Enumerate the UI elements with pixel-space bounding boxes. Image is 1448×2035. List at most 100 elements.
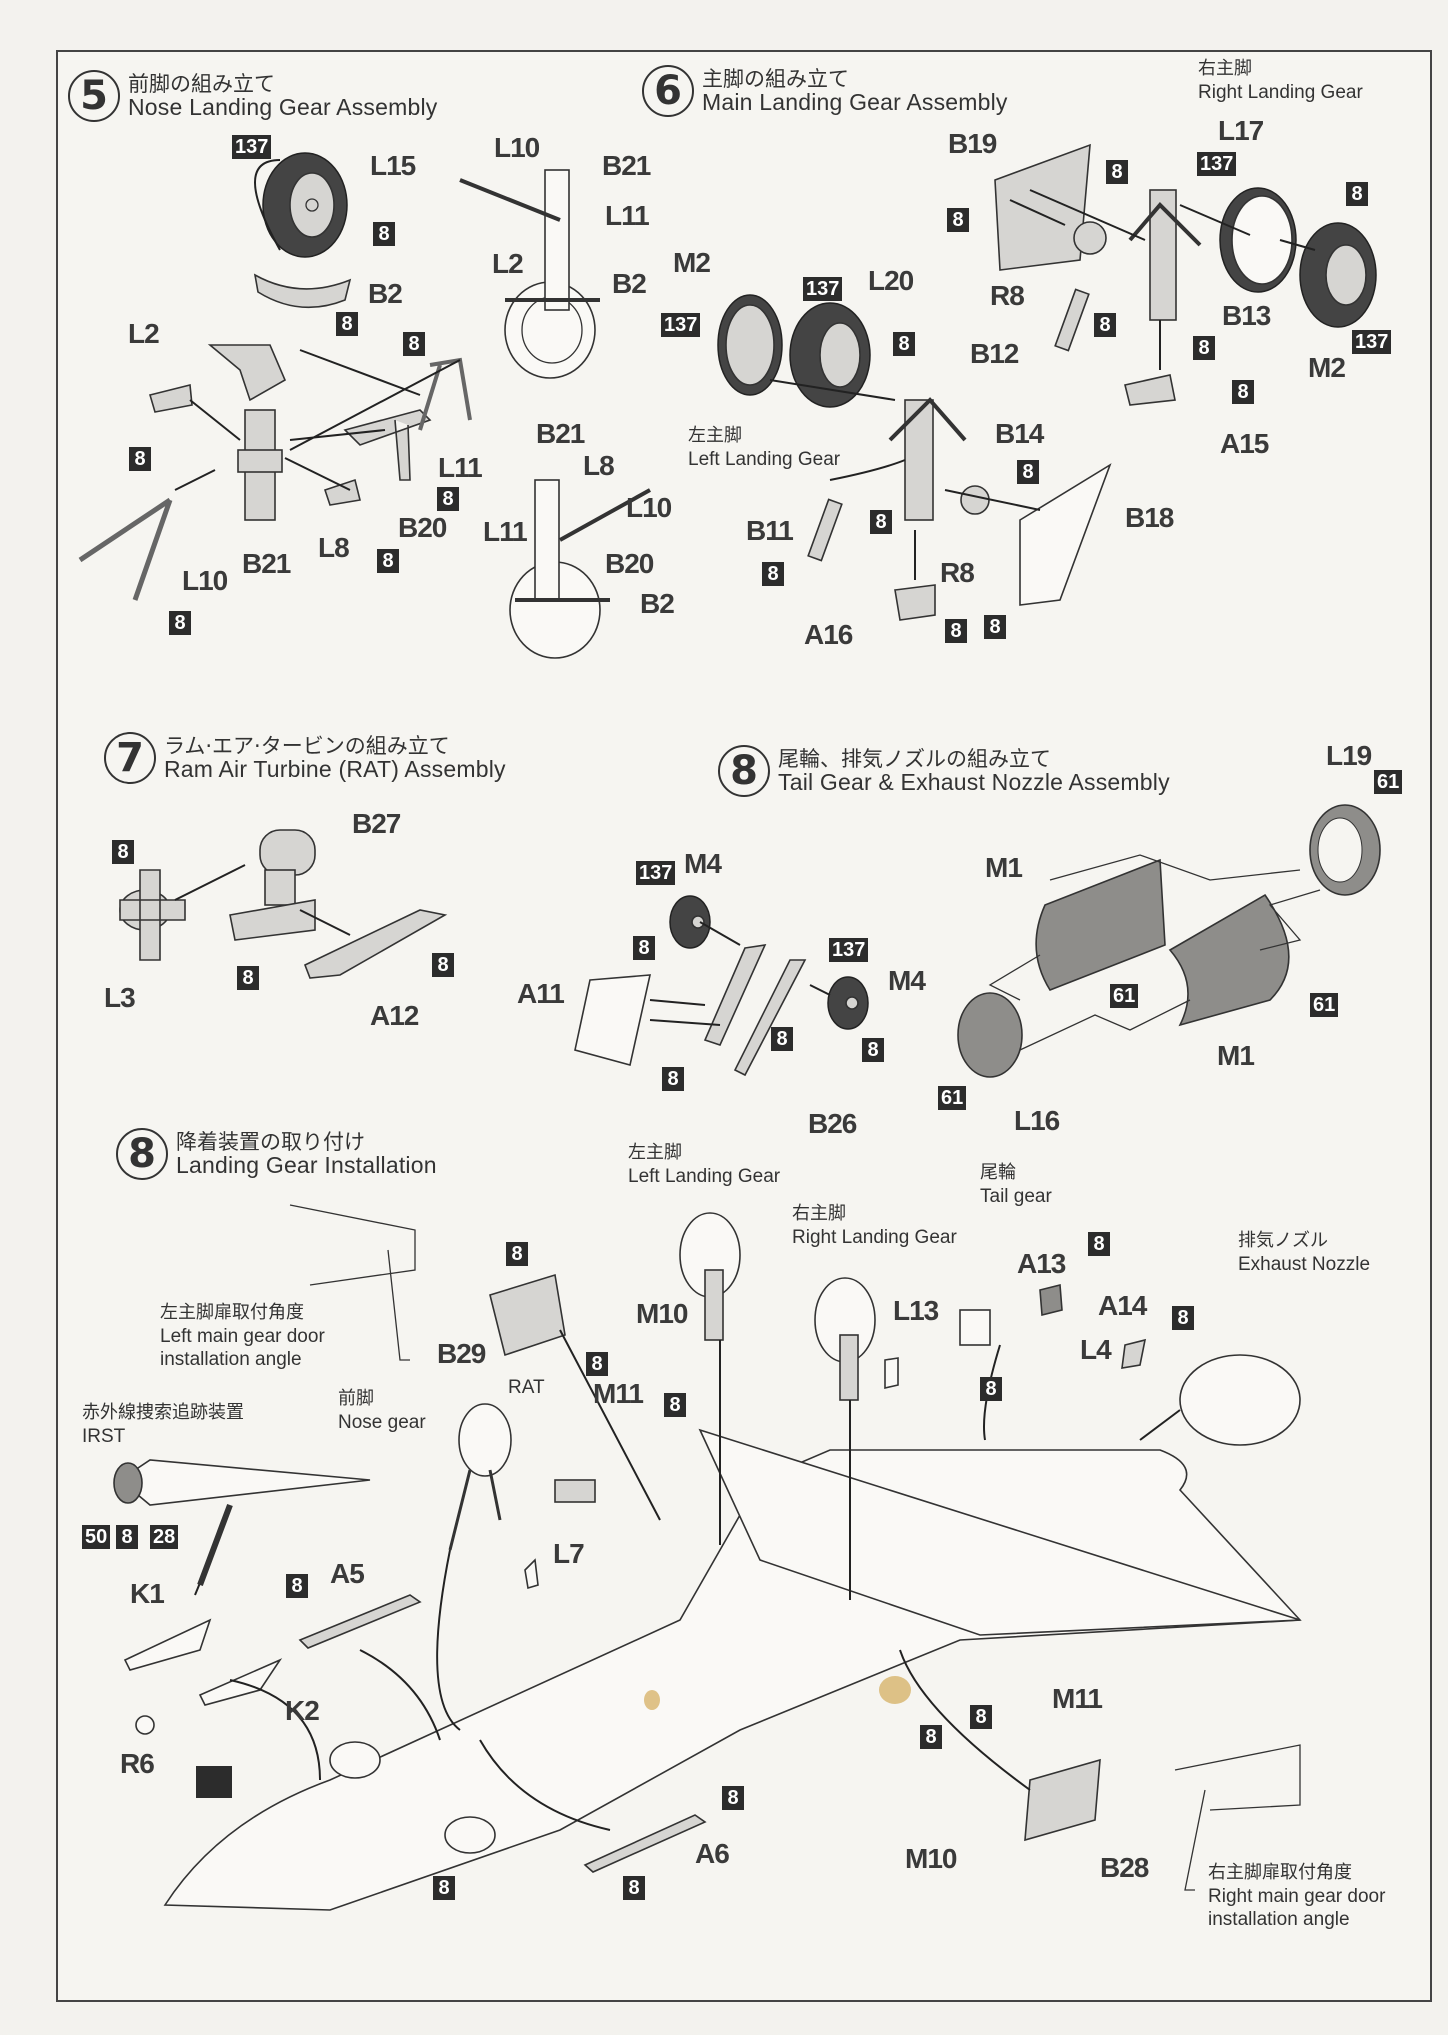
- part-label: M2: [673, 247, 711, 278]
- part-label: B11: [746, 515, 794, 546]
- part-label: B13: [1222, 300, 1271, 331]
- paint-code-badge: 8: [112, 840, 134, 864]
- note-rat: RAT: [508, 1376, 545, 1400]
- paint-code-badge: 8: [722, 1786, 744, 1810]
- part-label: K2: [285, 1695, 320, 1726]
- note-jp: 左主脚扉取付角度: [160, 1302, 304, 1323]
- paint-code-badge: 8: [129, 447, 151, 471]
- note-jp: 排気ノズル: [1238, 1230, 1328, 1251]
- part-label: M1: [985, 852, 1023, 883]
- paint-code-badge: 61: [938, 1086, 967, 1110]
- part-label: B12: [970, 338, 1019, 369]
- paint-code-badge: 8: [1172, 1306, 1194, 1330]
- part-label: B21: [242, 548, 291, 579]
- paint-code-badge: 8: [169, 611, 191, 635]
- paint-code-badge: 8: [433, 1876, 455, 1900]
- paint-code-badge: 137: [1352, 330, 1392, 354]
- paint-code-badge: 8: [403, 332, 425, 356]
- part-label: M1: [1217, 1040, 1255, 1071]
- paint-code-badge: 8: [373, 222, 395, 246]
- paint-code-badge: 8: [1193, 336, 1215, 360]
- part-label: B19: [948, 128, 997, 159]
- paint-code-badge: 8: [237, 966, 259, 990]
- part-label: M4: [684, 848, 722, 879]
- paint-code-badge: 8: [893, 332, 915, 356]
- note-jp: 左主脚: [628, 1142, 682, 1163]
- paint-code-badge: 8: [633, 936, 655, 960]
- paint-code-badge: 8: [1088, 1232, 1110, 1256]
- note-en: Nose gear: [338, 1411, 426, 1433]
- part-label: B27: [352, 808, 401, 839]
- part-label: L3: [104, 982, 136, 1013]
- part-label: B14: [995, 418, 1044, 449]
- part-label: L2: [492, 248, 524, 279]
- note-jp: 右主脚: [792, 1203, 846, 1224]
- part-label: A13: [1017, 1248, 1066, 1279]
- part-label: M10: [905, 1843, 957, 1874]
- paint-code-badge: 8: [862, 1038, 884, 1062]
- note-en: installation angle: [1208, 1909, 1350, 1931]
- part-label: B2: [612, 268, 647, 299]
- part-label: M2: [1308, 352, 1346, 383]
- paint-code-badge: 8: [1094, 313, 1116, 337]
- note-en: Right Landing Gear: [1198, 81, 1363, 103]
- part-label: M11: [1052, 1683, 1103, 1714]
- part-label: L4: [1080, 1334, 1112, 1365]
- part-label: A6: [695, 1838, 730, 1869]
- part-label: K1: [130, 1578, 165, 1609]
- step-7-header: 7 ラム·エア·タービンの組み立て Ram Air Turbine (RAT) …: [104, 732, 506, 784]
- paint-code-badge: 61: [1310, 993, 1339, 1017]
- paint-code-badge: 8: [970, 1705, 992, 1729]
- note-en: Tail gear: [980, 1185, 1052, 1207]
- paint-code-badge: 137: [232, 135, 272, 159]
- part-label: B21: [536, 418, 585, 449]
- paint-code-badge: 8: [947, 208, 969, 232]
- part-label: L19: [1326, 740, 1372, 771]
- part-label: L10: [494, 132, 540, 163]
- part-label: B21: [602, 150, 651, 181]
- note-jp: 尾輪: [980, 1162, 1016, 1183]
- paint-code-badge: 8: [762, 562, 784, 586]
- paint-code-badge: 28: [150, 1525, 179, 1549]
- part-label: L2: [128, 318, 160, 349]
- paint-code-badge: 137: [661, 313, 701, 337]
- paint-code-badge: 8: [1346, 182, 1368, 206]
- paint-code-badge: 8: [984, 615, 1006, 639]
- paint-code-badge: 8: [771, 1027, 793, 1051]
- note-jp: 左主脚: [688, 425, 742, 446]
- part-label: R6: [120, 1748, 155, 1779]
- note-en: installation angle: [160, 1349, 302, 1371]
- part-label: L13: [893, 1295, 939, 1326]
- part-label: L8: [318, 532, 350, 563]
- part-label: L11: [483, 516, 528, 547]
- note-en: Exhaust Nozzle: [1238, 1253, 1371, 1275]
- part-label: A14: [1098, 1290, 1147, 1321]
- part-label: L16: [1014, 1105, 1060, 1136]
- step-title-en: Main Landing Gear Assembly: [702, 88, 1008, 115]
- part-label: A11: [517, 978, 565, 1009]
- note-en: Right main gear door: [1208, 1885, 1386, 1907]
- paint-code-badge: 8: [1106, 160, 1128, 184]
- step-8-installation-header: 8 降着装置の取り付け Landing Gear Installation: [116, 1128, 437, 1180]
- caution-marker-icon: [196, 1766, 232, 1798]
- step-title-en: Landing Gear Installation: [176, 1151, 437, 1178]
- part-label: A5: [330, 1558, 365, 1589]
- step-5-header: 5 前脚の組み立て Nose Landing Gear Assembly: [68, 70, 437, 122]
- part-label: R8: [940, 557, 975, 588]
- paint-code-badge: 8: [623, 1876, 645, 1900]
- part-label: M11: [593, 1378, 644, 1409]
- note-en: Right Landing Gear: [792, 1226, 957, 1248]
- step-title-jp: ラム·エア·タービンの組み立て: [164, 733, 450, 758]
- paint-code-badge: 8: [980, 1377, 1002, 1401]
- part-label: B20: [398, 512, 447, 543]
- note-jp: 右主脚: [1198, 58, 1252, 79]
- part-label: L10: [626, 492, 672, 523]
- note-jp: 赤外線捜索追跡装置: [82, 1402, 244, 1423]
- instruction-page-frame: [56, 50, 1432, 2002]
- step-title-jp: 降着装置の取り付け: [176, 1129, 365, 1154]
